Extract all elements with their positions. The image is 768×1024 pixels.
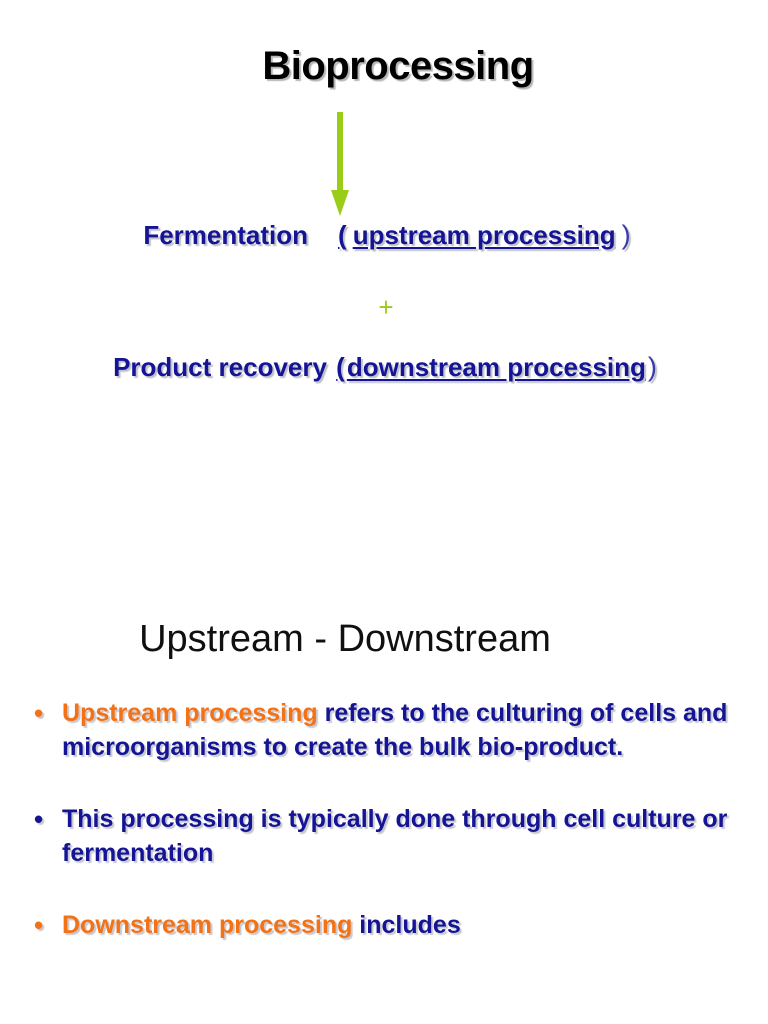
equation-line-upstream-paren-open: (: [338, 220, 347, 250]
arrow-head: [331, 190, 349, 216]
bullet-dot-icon: •: [34, 804, 44, 834]
plus-operator-text: +: [378, 292, 394, 322]
list-item: • This processing is typically done thro…: [34, 802, 750, 870]
bullet-dot-icon: •: [34, 910, 44, 940]
list-item-highlight: Downstream processing: [62, 911, 353, 939]
list-item-body: includes: [352, 911, 461, 939]
equation-line-upstream-label: Fermentation: [143, 220, 309, 250]
list-item-body: This processing is typically done throug…: [62, 805, 728, 867]
section-heading: Upstream - Downstream: [0, 618, 768, 661]
equation-line-downstream-label: Product recovery: [113, 352, 335, 382]
list-item: • Upstream processing refers to the cult…: [34, 696, 750, 764]
page-title-text: Bioprocessing: [262, 44, 534, 88]
list-item-text: Upstream processing refers to the cultur…: [62, 696, 750, 764]
equation-line-upstream: Fermentation (upstream processing): [0, 220, 768, 251]
equation-line-downstream-paren-close: ): [647, 352, 657, 382]
list-item-text: Downstream processing includes: [62, 908, 750, 942]
equation-line-downstream-term: downstream processing: [346, 352, 646, 382]
section-heading-text: Upstream - Downstream: [139, 618, 551, 660]
list-item-text: This processing is typically done throug…: [62, 802, 750, 870]
equation-line-upstream-paren-close: ): [621, 220, 631, 250]
equation-line-upstream-term: upstream processing: [352, 220, 616, 250]
list-item-highlight: Upstream processing: [62, 699, 318, 727]
equation-line-downstream: Product recovery (downstream processing): [0, 352, 768, 383]
bullet-list: • Upstream processing refers to the cult…: [34, 696, 750, 980]
page-title: Bioprocessing: [0, 44, 768, 89]
down-arrow-icon: [330, 112, 352, 216]
list-item-body: refers to the culturing of cells and mic…: [62, 699, 728, 761]
bullet-dot-icon: •: [34, 698, 44, 728]
equation-line-downstream-paren-open: (: [336, 352, 345, 382]
list-item: • Downstream processing includes: [34, 908, 750, 942]
arrow-stem: [337, 112, 343, 192]
plus-operator: +: [0, 294, 768, 320]
